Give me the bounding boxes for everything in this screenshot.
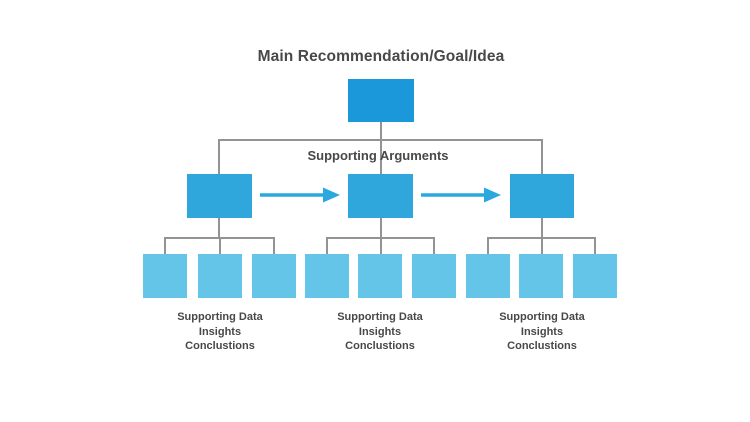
group-label-line: Insights xyxy=(520,325,564,338)
group-label-line: Supporting Data xyxy=(337,311,423,323)
connector-line xyxy=(380,139,382,175)
connector-line xyxy=(433,237,435,255)
connector-line xyxy=(218,139,220,175)
connector-line xyxy=(380,122,382,140)
arrow-right-icon xyxy=(260,187,340,203)
connector-line xyxy=(380,237,382,255)
data-box-2-2 xyxy=(358,254,402,298)
arrow-right-icon xyxy=(421,187,501,203)
data-box-1-1 xyxy=(143,254,187,298)
data-box-1-3 xyxy=(252,254,296,298)
group-label-line: Supporting Data xyxy=(499,311,585,323)
data-box-3-2 xyxy=(519,254,563,298)
argument-box-1 xyxy=(187,174,252,218)
group-label-line: Supporting Data xyxy=(177,311,263,323)
data-box-2-1 xyxy=(305,254,349,298)
connector-line xyxy=(164,237,166,255)
data-box-2-3 xyxy=(412,254,456,298)
main-title: Main Recommendation/Goal/Idea xyxy=(257,48,505,65)
group-label-line: Conclustions xyxy=(185,340,255,352)
connector-line xyxy=(380,218,382,238)
connector-line xyxy=(273,237,275,255)
supporting-arguments-label: Supporting Arguments xyxy=(307,148,449,163)
data-box-3-3 xyxy=(573,254,617,298)
connector-line xyxy=(487,237,489,255)
group-label-2: Supporting Data Insights Conclustions xyxy=(295,310,465,354)
connector-line xyxy=(219,237,221,255)
connector-line xyxy=(326,237,328,255)
connector-line xyxy=(541,218,543,238)
group-label-line: Insights xyxy=(358,325,402,338)
group-label-3: Supporting Data Insights Conclustions xyxy=(457,310,627,354)
connector-line xyxy=(541,139,543,175)
connector-line xyxy=(541,237,543,255)
group-label-1: Supporting Data Insights Conclustions xyxy=(135,310,305,354)
main-idea-box xyxy=(348,79,414,122)
data-box-3-1 xyxy=(466,254,510,298)
group-label-line: Insights xyxy=(198,325,242,338)
data-box-1-2 xyxy=(198,254,242,298)
connector-line xyxy=(218,218,220,238)
connector-line xyxy=(594,237,596,255)
argument-box-2 xyxy=(348,174,413,218)
argument-box-3 xyxy=(510,174,574,218)
group-label-line: Conclustions xyxy=(507,340,577,352)
group-label-line: Conclustions xyxy=(345,340,415,352)
